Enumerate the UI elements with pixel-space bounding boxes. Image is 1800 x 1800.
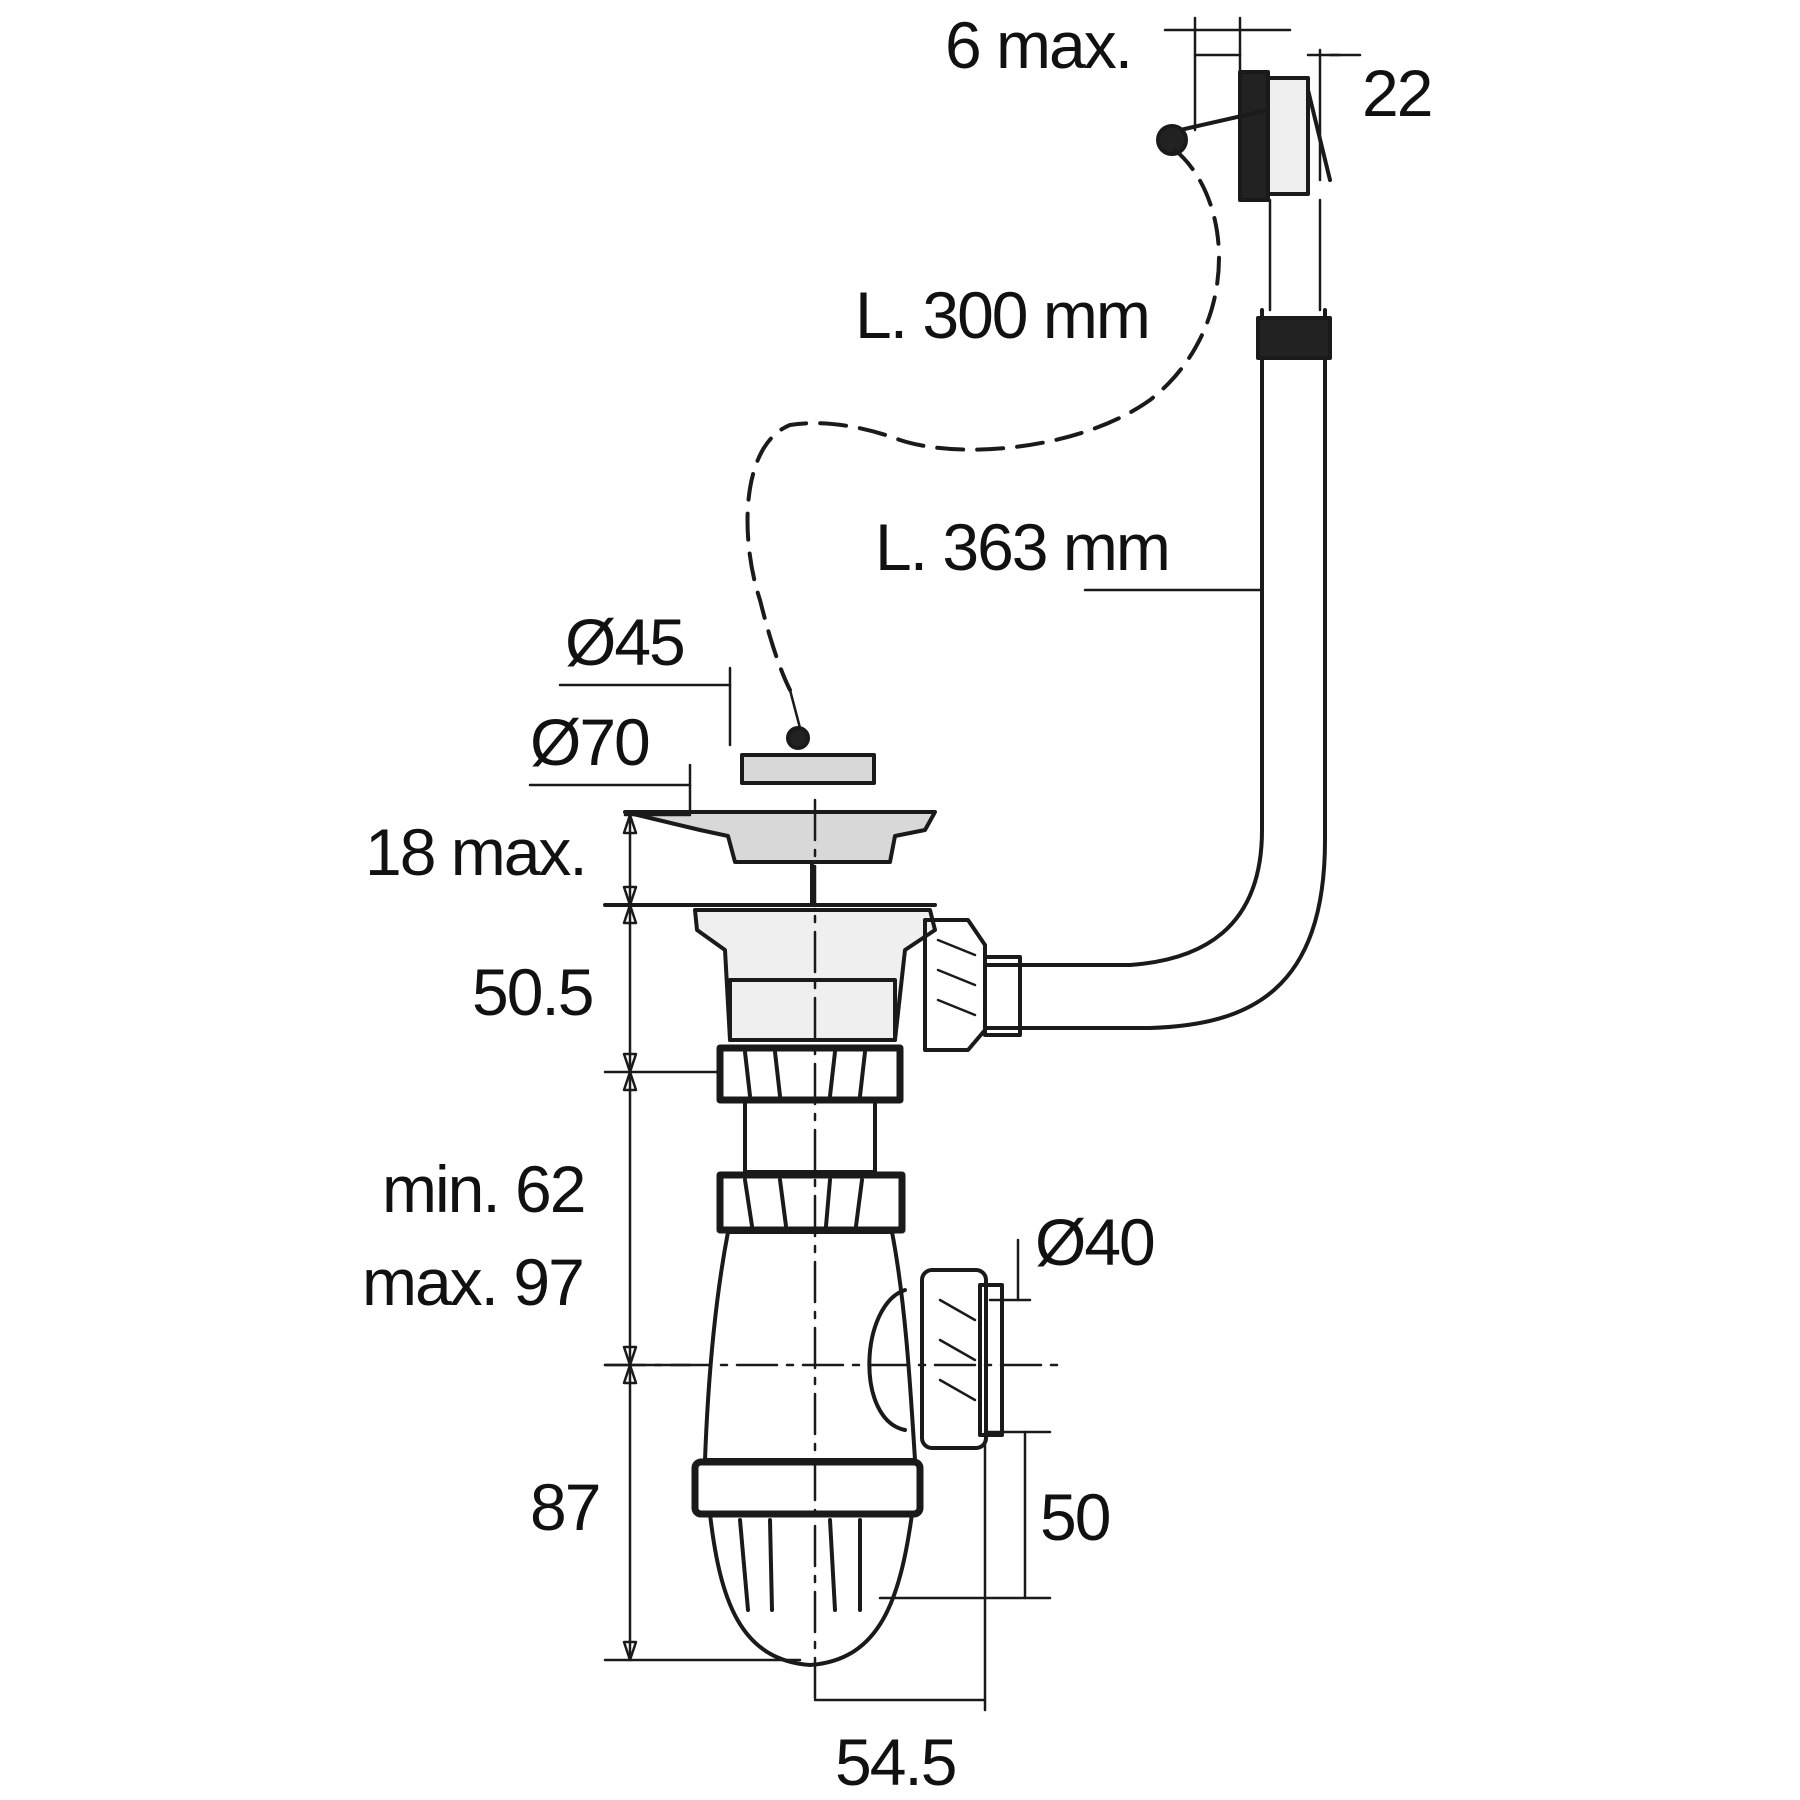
label-tailpiece-min: min. 62: [382, 1152, 584, 1226]
dim-overflow-thickness: [1306, 48, 1362, 182]
label-overflow-gap: 6 max.: [945, 8, 1131, 82]
label-overflow-hose-length: L. 363 mm: [875, 510, 1169, 584]
strainer-grate: [623, 810, 937, 907]
plug-stopper: [740, 688, 876, 785]
dim-left-chain: [603, 813, 802, 1662]
label-outlet-diameter: Ø40: [1035, 1205, 1154, 1279]
chain-dashed-line: [745, 148, 1221, 692]
dim-outlet-horizontal: [813, 1438, 987, 1712]
drain-body: [693, 908, 987, 1052]
lower-nut: [716, 1171, 906, 1234]
label-trap-depth: 87: [530, 1470, 599, 1544]
label-outlet-horizontal: 54.5: [835, 1725, 955, 1799]
label-grate-diameter: Ø70: [530, 705, 649, 779]
label-overflow-thickness: 22: [1362, 56, 1431, 130]
overflow-hose: [983, 308, 1332, 1037]
label-chain-length: L. 300 mm: [855, 278, 1149, 352]
dim-overflow-gap: [1163, 16, 1292, 132]
label-body-height: 50.5: [472, 955, 592, 1029]
label-outlet-offset: 50: [1040, 1480, 1110, 1554]
label-sink-thickness: 18 max.: [365, 815, 586, 889]
label-tailpiece-max: max. 97: [362, 1245, 583, 1319]
overflow-head: [1156, 70, 1332, 312]
bottle-trap: [691, 1230, 1004, 1667]
label-plug-diameter: Ø45: [565, 605, 684, 679]
upper-nut: [716, 1044, 904, 1104]
tailpiece-tube: [743, 1098, 877, 1174]
dim-plug-grate-leaders: [528, 666, 732, 814]
dim-outlet-offset: [878, 1430, 1052, 1600]
dim-outlet-diameter: [988, 1238, 1032, 1302]
